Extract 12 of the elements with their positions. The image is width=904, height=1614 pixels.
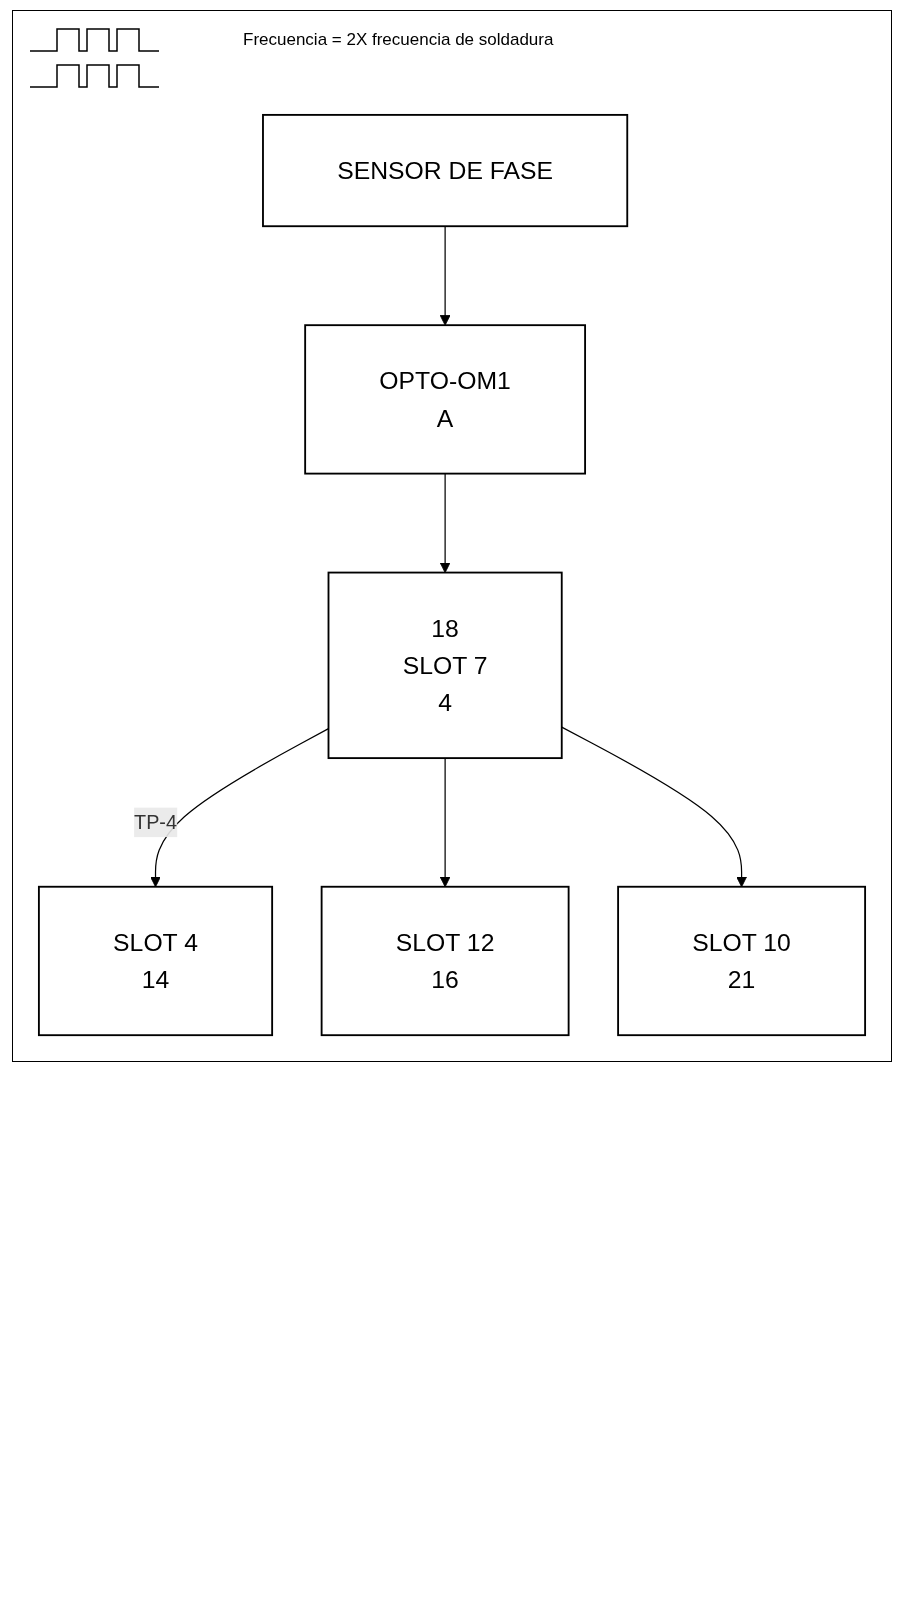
node-box: SLOT 10 21: [617, 885, 867, 1037]
node-box: SLOT 4 14: [37, 885, 274, 1037]
arrow: [561, 726, 748, 888]
arrow: [439, 757, 451, 888]
node-box: OPTO-OM1 A: [304, 324, 586, 475]
node-box: 18 SLOT 7 4: [327, 571, 563, 760]
node-box: SENSOR DE FASE: [262, 113, 629, 228]
arrow: [439, 225, 451, 326]
node-box: SLOT 12 16: [320, 885, 570, 1037]
edge-label: TP-4: [134, 811, 177, 833]
arrow: [439, 473, 451, 574]
note-text: Frecuencia = 2X frecuencia de soldadura: [243, 30, 554, 50]
